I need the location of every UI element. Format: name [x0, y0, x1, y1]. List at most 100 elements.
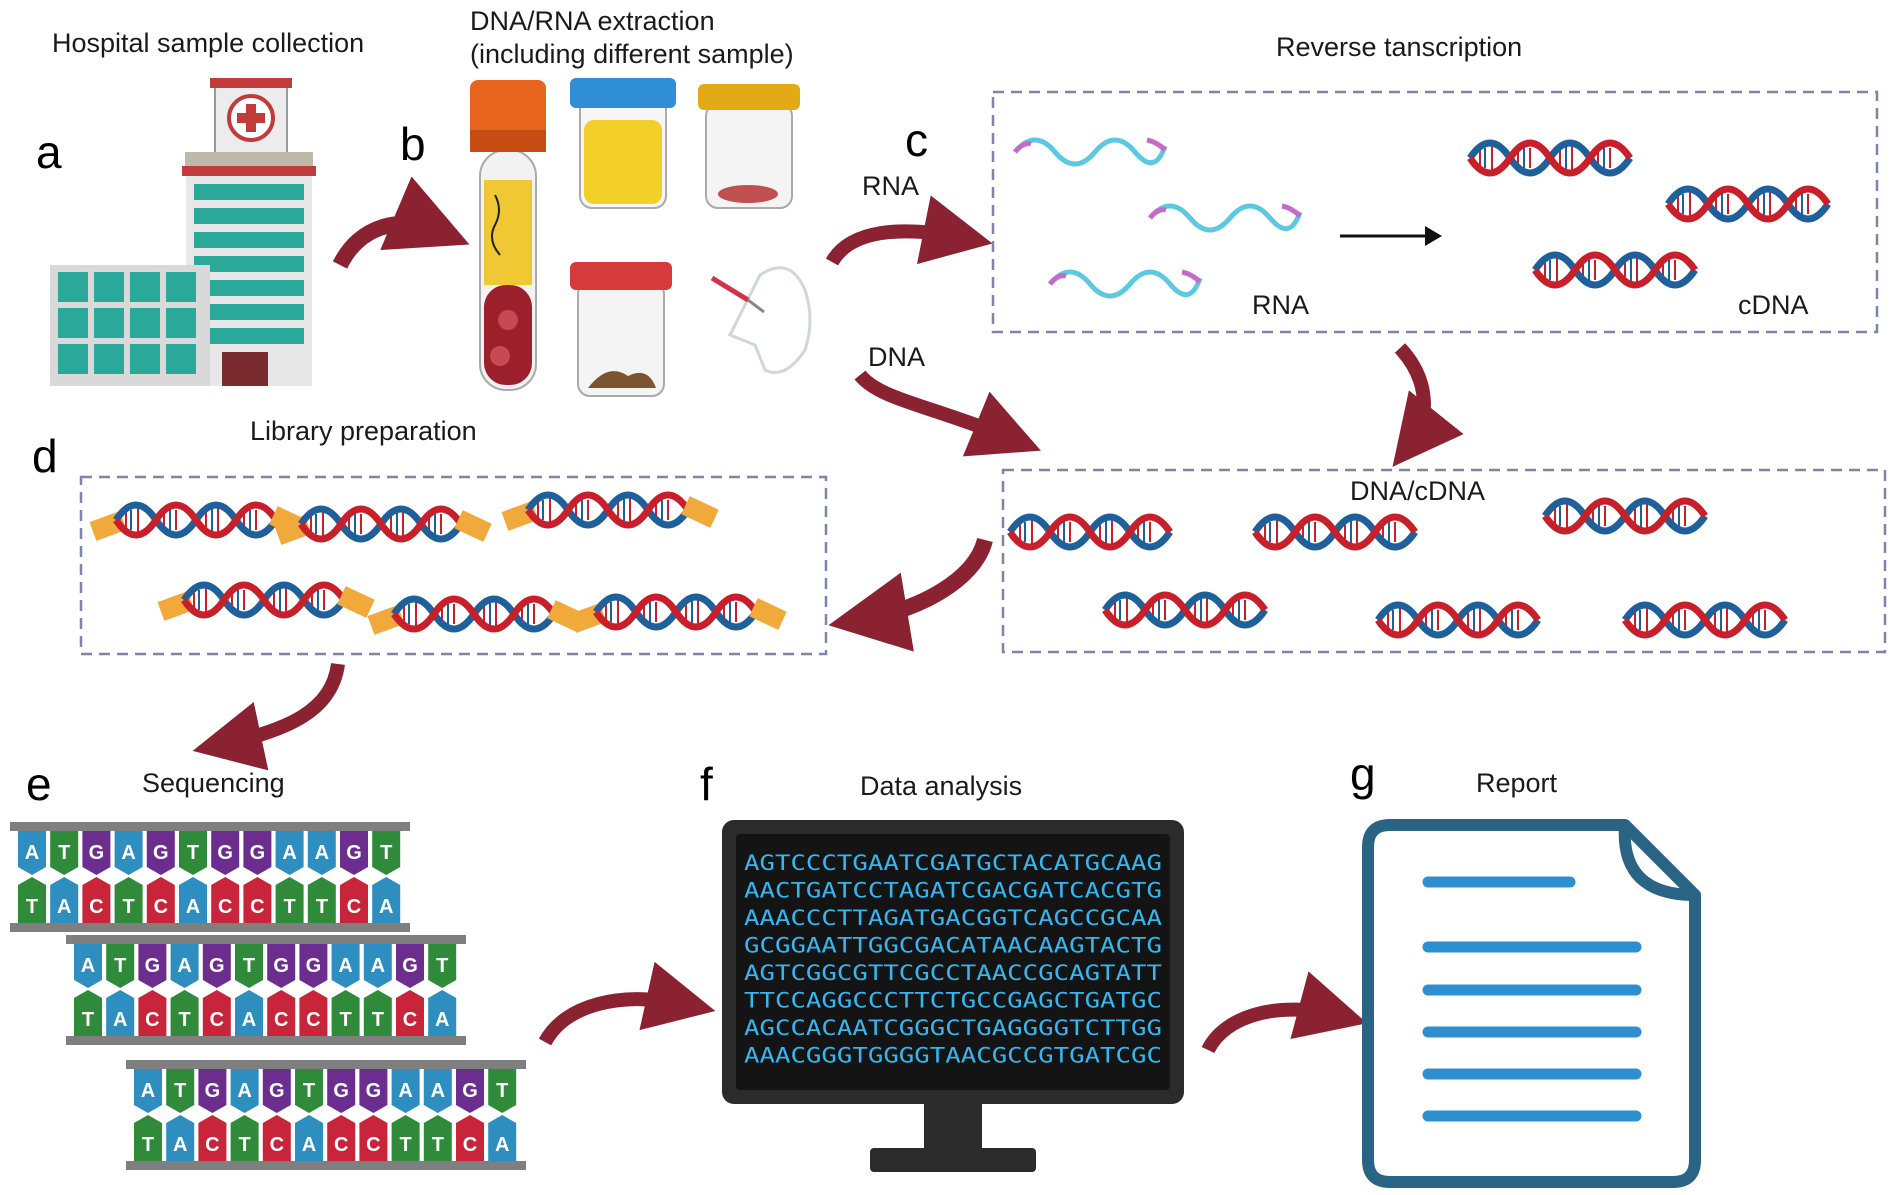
base-letter: C — [463, 1134, 477, 1156]
base-tile — [340, 877, 368, 923]
base-letter: A — [435, 1009, 449, 1031]
rna-arrow-label: RNA — [862, 171, 919, 201]
read-backbone — [66, 935, 466, 944]
base-tile — [166, 1069, 195, 1113]
base-letter: C — [403, 1009, 417, 1031]
base-letter: C — [89, 896, 103, 918]
base-letter: A — [57, 896, 71, 918]
base-letter: A — [186, 896, 200, 918]
base-tile — [106, 990, 135, 1036]
sequencing-title: Sequencing — [142, 768, 285, 798]
base-tile — [82, 831, 111, 875]
sequence-line: AGTCGGCGTTCGCCTAACCGCAGTATT — [744, 961, 1162, 985]
stool-cup-icon — [570, 262, 672, 397]
sequence-line: TTCCAGGCCCTTCTGCCGAGCTGATGC — [744, 989, 1162, 1013]
reverse-transcription-title: Reverse tanscription — [1276, 32, 1522, 62]
base-tile — [327, 1115, 356, 1161]
monitor-icon — [722, 820, 1184, 1172]
conversion-arrowhead — [1425, 226, 1442, 246]
dna-helix — [1378, 605, 1538, 635]
base-tile — [363, 944, 392, 988]
base-tile — [243, 877, 272, 923]
sequence-line: AAACGGGTGGGGTAACGCCGTGATCGC — [744, 1044, 1162, 1068]
rna-strand — [1050, 272, 1200, 296]
tissue-cup-icon — [698, 84, 800, 209]
base-letter: A — [338, 955, 352, 977]
base-letter: A — [177, 955, 191, 977]
base-tile — [391, 1115, 420, 1161]
extraction-title-line1: DNA/RNA extraction — [470, 6, 715, 36]
base-letter: T — [339, 1009, 351, 1031]
base-letter: T — [436, 955, 448, 977]
base-letter: A — [237, 1080, 251, 1102]
sequence-line: AACTGATCCTAGATCGACGATCACGTG — [744, 879, 1162, 903]
base-tile — [295, 1115, 323, 1161]
base-tile — [456, 1069, 484, 1113]
base-letter: G — [145, 955, 161, 977]
base-tile — [170, 990, 199, 1036]
base-tile — [134, 1115, 162, 1161]
base-letter: C — [274, 1009, 288, 1031]
base-tile — [74, 990, 102, 1036]
extraction-title-line2: (including different sample) — [470, 39, 794, 69]
base-tile — [138, 944, 167, 988]
arrow-f-to-g — [1201, 971, 1368, 1054]
base-tile — [170, 944, 199, 988]
arrow-c-to-dnacdna — [1392, 343, 1464, 467]
base-letter: G — [153, 842, 169, 864]
hospital-icon — [50, 78, 316, 386]
rna-strand — [1150, 206, 1300, 230]
base-tile — [488, 1115, 517, 1161]
base-tile — [423, 1069, 452, 1113]
base-tile — [179, 831, 207, 875]
base-letter: G — [209, 955, 225, 977]
base-tile — [267, 944, 296, 988]
base-tile — [262, 1115, 291, 1161]
base-tile — [299, 944, 328, 988]
base-letter: C — [218, 896, 232, 918]
base-letter: T — [432, 1134, 444, 1156]
base-letter: T — [174, 1080, 186, 1102]
base-tile — [230, 1115, 259, 1161]
panel-letter-a: a — [36, 126, 62, 178]
rna-strand — [1015, 140, 1165, 164]
hospital-title: Hospital sample collection — [52, 28, 364, 58]
base-tile — [235, 990, 263, 1036]
base-tile — [327, 1069, 356, 1113]
base-letter: T — [82, 1009, 94, 1031]
base-letter: T — [399, 1134, 411, 1156]
reverse-transcription-box — [991, 90, 1879, 334]
base-tile — [391, 1069, 420, 1113]
base-letter: T — [114, 955, 126, 977]
base-tile — [50, 831, 79, 875]
arrow-a-to-b — [332, 176, 470, 269]
base-letter: T — [316, 896, 328, 918]
arrow-b-to-c — [825, 195, 993, 266]
base-letter: C — [334, 1134, 348, 1156]
base-tile — [299, 990, 328, 1036]
base-tile — [202, 990, 231, 1036]
base-letter: A — [121, 842, 135, 864]
base-letter: C — [270, 1134, 284, 1156]
base-letter: A — [141, 1080, 155, 1102]
base-letter: A — [81, 955, 95, 977]
base-letter: A — [302, 1134, 316, 1156]
base-tile — [307, 877, 336, 923]
base-letter: A — [282, 842, 296, 864]
base-tile — [82, 877, 111, 923]
arrow-b-to-dnacdna — [854, 370, 1041, 457]
panel-letter-f: f — [700, 758, 713, 810]
base-tile — [114, 877, 143, 923]
base-tile — [138, 990, 167, 1036]
read-backbone — [10, 923, 410, 932]
library-fragment — [368, 599, 585, 635]
base-tile — [211, 877, 240, 923]
base-tile — [114, 831, 143, 875]
arrow-e-to-f — [538, 961, 716, 1046]
base-letter: T — [372, 1009, 384, 1031]
base-letter: G — [273, 955, 289, 977]
base-tile — [331, 990, 360, 1036]
base-tile — [359, 1069, 388, 1113]
base-tile — [372, 831, 401, 875]
